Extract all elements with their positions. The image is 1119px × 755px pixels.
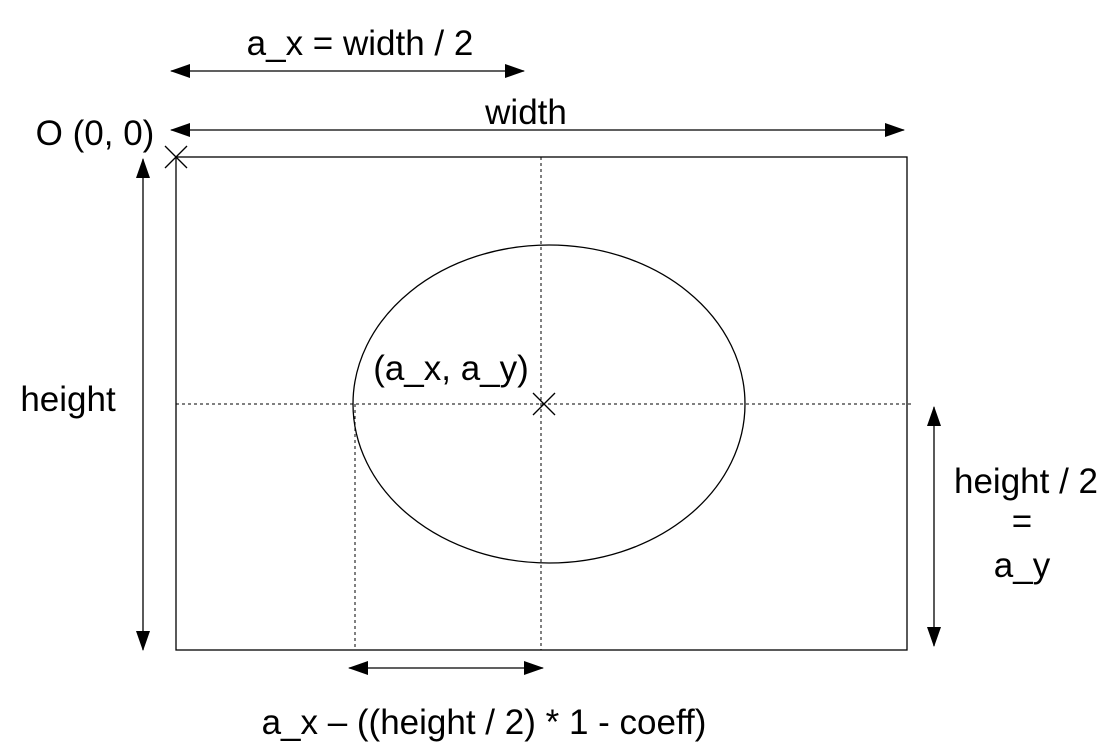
- bottom-formula-label: a_x – ((height / 2) * 1 - coeff): [262, 703, 707, 742]
- height-label: height: [20, 380, 116, 419]
- half-height-label-line2: =: [1012, 502, 1032, 541]
- ax-formula-label: a_x = width / 2: [247, 24, 474, 63]
- origin-label: O (0, 0): [36, 114, 155, 153]
- ellipse: [352, 244, 746, 564]
- center-cross-mark: [532, 392, 556, 416]
- origin-cross-mark: [164, 145, 188, 169]
- half-height-label-line3: a_y: [994, 546, 1051, 585]
- half-height-label-line1: height / 2: [954, 462, 1098, 501]
- center-label: (a_x, a_y): [373, 349, 529, 388]
- width-label: width: [484, 93, 567, 132]
